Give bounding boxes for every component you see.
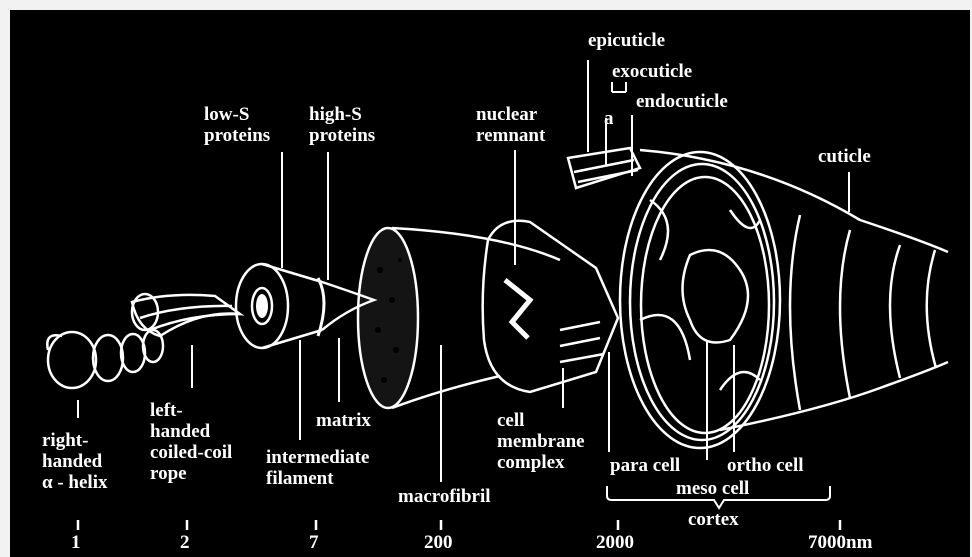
label-a: a bbox=[604, 108, 614, 129]
scale-label-1: 1 bbox=[71, 532, 81, 553]
label-right-handed-helix: right- handed α - helix bbox=[42, 430, 108, 493]
label-high-s-proteins: high-S proteins bbox=[309, 104, 375, 146]
filament-core bbox=[256, 294, 268, 318]
label-low-s-proteins: low-S proteins bbox=[204, 104, 270, 146]
scale-label-7: 7 bbox=[309, 532, 319, 553]
label-ortho-cell: ortho cell bbox=[727, 455, 804, 476]
label-intermediate-filament: intermediate filament bbox=[266, 447, 369, 489]
scale-label-2: 2 bbox=[180, 532, 190, 553]
scale-label-200: 200 bbox=[424, 532, 453, 553]
macrofibril-drawing bbox=[358, 228, 560, 408]
label-para-cell: para cell bbox=[610, 455, 680, 476]
fibre-cross-section-drawing bbox=[568, 148, 948, 448]
label-meso-cell: meso cell bbox=[676, 478, 749, 499]
label-left-handed-coiled-coil: left- handed coiled-coil rope bbox=[150, 400, 232, 484]
alpha-helix-drawing bbox=[47, 330, 163, 388]
label-cuticle: cuticle bbox=[818, 146, 871, 167]
label-matrix: matrix bbox=[316, 410, 371, 431]
label-epicuticle: epicuticle bbox=[588, 30, 665, 51]
label-cell-membrane-complex: cell membrane complex bbox=[497, 410, 585, 473]
cortical-cell-drawing bbox=[483, 221, 618, 392]
label-macrofibril: macrofibril bbox=[398, 486, 491, 507]
label-exocuticle: exocuticle bbox=[612, 61, 692, 82]
coiled-coil-rope-drawing bbox=[132, 294, 240, 336]
label-endocuticle: endocuticle bbox=[636, 91, 728, 112]
scale-label-7000nm: 7000nm bbox=[808, 532, 872, 553]
scale-label-2000: 2000 bbox=[596, 532, 634, 553]
label-cortex: cortex bbox=[688, 509, 739, 530]
label-nuclear-remnant: nuclear remnant bbox=[476, 104, 545, 146]
